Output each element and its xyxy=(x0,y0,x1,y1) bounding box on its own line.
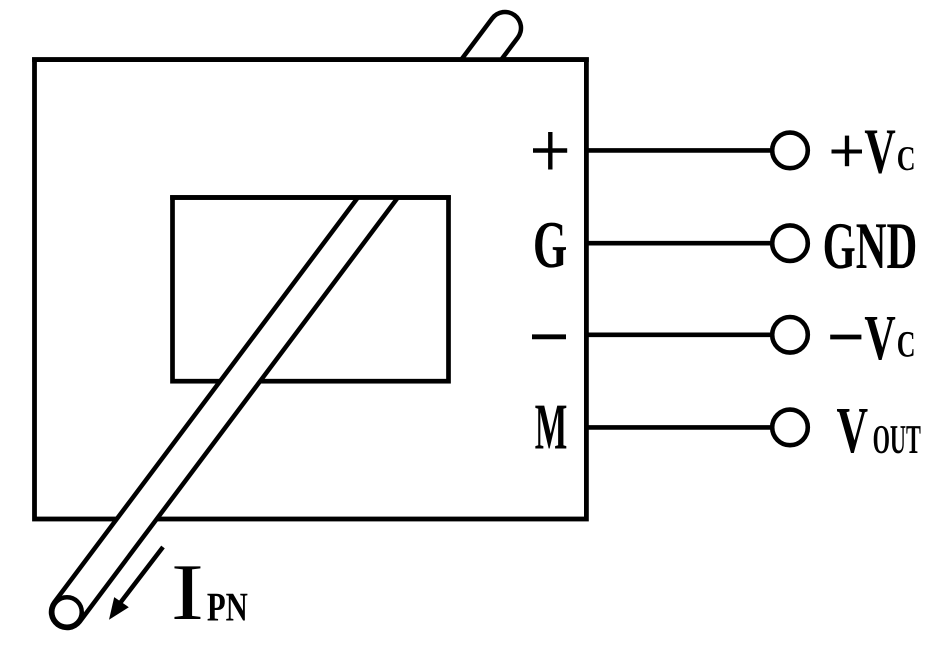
svg-text:V: V xyxy=(864,302,895,373)
svg-text:M: M xyxy=(535,392,568,464)
svg-text:C: C xyxy=(897,139,916,178)
svg-text:I: I xyxy=(171,548,204,637)
svg-text:GND: GND xyxy=(823,210,918,283)
svg-text:V: V xyxy=(864,116,895,187)
svg-text:C: C xyxy=(897,325,916,366)
svg-text:G: G xyxy=(533,207,567,282)
svg-text:V: V xyxy=(837,394,869,467)
svg-text:OUT: OUT xyxy=(873,416,921,462)
svg-text:PN: PN xyxy=(207,584,248,629)
